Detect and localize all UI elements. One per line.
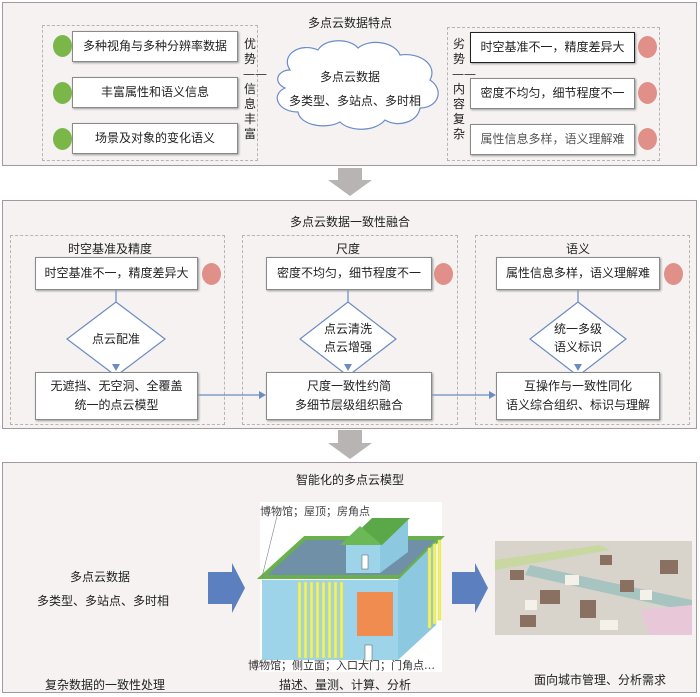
advantage-item: 场景及对象的变化语义 [72, 123, 238, 154]
advantage-item: 丰富属性和语义信息 [72, 77, 238, 108]
problem-box: 时空基准不一，精度差异大 [35, 257, 198, 290]
red-dot [638, 82, 657, 104]
model-title: 智能化的多点云模型 [295, 473, 404, 487]
column-header: 语义 [565, 242, 590, 256]
red-dot [638, 128, 657, 150]
process-label: 统一多级 语义标识 [553, 322, 602, 354]
column-group [475, 235, 690, 425]
advantages-group [42, 25, 258, 161]
disadvantage-item: 属性信息多样，语义理解难 [470, 124, 635, 155]
fusion-title: 多点云数据一致性融合 [289, 215, 410, 229]
red-dot [638, 36, 657, 58]
column-header: 时空基准及精度 [67, 242, 152, 256]
disadvantage-item: 时空基准不一，精度差异大 [470, 32, 635, 63]
right-arrow-icon [208, 563, 245, 613]
column-header: 尺度 [335, 242, 360, 256]
result-box: 尺度一致性约简 多细节层级组织融合 [266, 372, 432, 420]
roof-annotation: 博物馆；屋顶；房角点 [260, 505, 370, 518]
problem-box: 密度不均匀，细节程度不一 [266, 257, 432, 290]
disadvantages-group [447, 27, 660, 161]
features-title: 多点云数据特点 [307, 16, 392, 30]
caption-city: 面向城市管理、分析需求 [533, 673, 666, 687]
facade-annotation: 博物馆；侧立面；入口大门；门角点… [248, 659, 435, 672]
cloud-subtitle: 多类型、多站点、多时相 [36, 594, 169, 608]
advantage-item: 多种视角与多种分辨率数据 [72, 31, 238, 62]
column-group [10, 235, 225, 425]
cloud-title: 多点云数据 [69, 570, 130, 584]
cloud-icon [276, 40, 439, 130]
problem-box: 属性信息多样，语义理解难 [496, 257, 660, 290]
column-group [242, 235, 458, 425]
green-dot [53, 35, 72, 57]
result-box: 无遮挡、无空洞、全覆盖 统一的点云模型 [35, 372, 198, 420]
caption-consistency: 复杂数据的一致性处理 [44, 678, 165, 692]
red-dot [664, 263, 683, 285]
green-dot [53, 128, 72, 150]
right-arrow-icon [452, 563, 488, 613]
red-dot [202, 263, 221, 285]
cloud-title: 多点云数据 [319, 70, 380, 84]
green-dot [53, 82, 72, 104]
cloud-subtitle: 多类型、多站点、多时相 [288, 94, 421, 108]
result-box: 互操作与一致性同化 语义综合组织、标识与理解 [496, 372, 660, 420]
red-dot [434, 263, 453, 285]
city-3d-image [495, 541, 692, 635]
process-label: 点云配准 [91, 332, 140, 346]
process-label: 点云清洗 点云增强 [323, 322, 372, 354]
disadvantage-item: 密度不均匀，细节程度不一 [470, 78, 635, 109]
building-illustration [256, 502, 445, 672]
caption-analysis: 描述、量测、计算、分析 [278, 678, 411, 692]
